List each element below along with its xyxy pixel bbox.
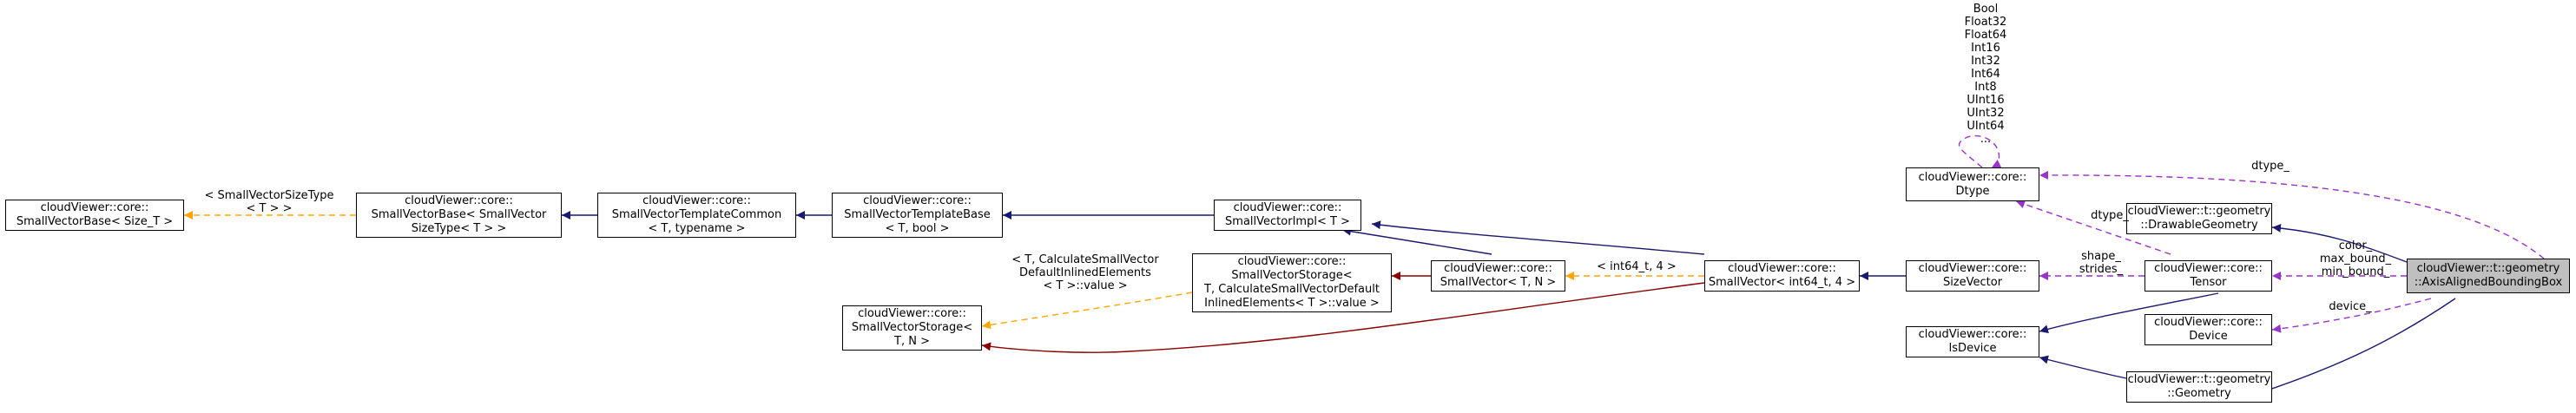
node-drawable-geometry[interactable]: cloudViewer::t::geometry ::DrawableGeome… — [2126, 203, 2272, 234]
edge-tensor-to-dtype — [2015, 200, 2171, 255]
node-smallvectorbase-sizetype[interactable]: cloudViewer::core:: SmallVectorBase< Sma… — [356, 193, 562, 238]
node-line: cloudViewer::core:: — [2154, 316, 2263, 329]
node-line: T, CalculateSmallVectorDefault — [1204, 283, 1380, 296]
node-line: SmallVectorStorage< — [851, 321, 973, 334]
node-storage-calc[interactable]: cloudViewer::core:: SmallVectorStorage< … — [1192, 253, 1392, 312]
node-line: cloudViewer::core:: — [40, 201, 149, 214]
edge-tensor-to-isdevice — [2039, 292, 2219, 334]
label-calc-param: < T, CalculateSmallVector DefaultInlined… — [1011, 253, 1159, 292]
node-line: cloudViewer::t::geometry — [2127, 205, 2271, 218]
node-line: SmallVector< int64_t, 4 > — [1708, 276, 1856, 289]
node-line: cloudViewer::core:: — [2154, 262, 2263, 275]
node-line: ::AxisAlignedBoundingBox — [2414, 276, 2563, 289]
node-line: cloudViewer::core:: — [1233, 201, 1342, 214]
label-dtype-values: Bool Float32 Float64 Int16 Int32 Int64 I… — [1964, 3, 2007, 146]
label-int-param: < int64_t, 4 > — [1597, 260, 1677, 273]
node-line: cloudViewer::core:: — [405, 194, 513, 207]
node-geometry[interactable]: cloudViewer::t::geometry ::Geometry — [2126, 371, 2272, 403]
node-line: SmallVectorTemplateBase — [844, 208, 991, 221]
node-smallvector-impl[interactable]: cloudViewer::core:: SmallVectorImpl< T > — [1214, 200, 1361, 231]
node-line: cloudViewer::t::geometry — [2416, 262, 2560, 275]
node-template-common[interactable]: cloudViewer::core:: SmallVectorTemplateC… — [597, 193, 796, 238]
node-template-base[interactable]: cloudViewer::core:: SmallVectorTemplateB… — [832, 193, 1003, 238]
label-shape-strides: shape_ strides_ — [2079, 250, 2124, 276]
node-storage-tn[interactable]: cloudViewer::core:: SmallVectorStorage< … — [842, 305, 982, 351]
node-line: SizeType< T > > — [411, 222, 507, 235]
edge-storagecalc-to-storagetn — [981, 292, 1193, 330]
node-line: SizeVector — [1942, 276, 2003, 289]
node-line: < T, bool > — [885, 222, 950, 235]
node-device[interactable]: cloudViewer::core:: Device — [2144, 314, 2272, 345]
node-line: InlinedElements< T >::value > — [1204, 297, 1380, 310]
edge-smallvectorint-to-storagetn — [981, 282, 1705, 353]
edge-smallvectortn-to-impl — [1341, 226, 1492, 255]
node-line: cloudViewer::core:: — [863, 194, 972, 207]
node-dtype[interactable]: cloudViewer::core:: Dtype — [1906, 167, 2039, 201]
node-isdevice[interactable]: cloudViewer::core:: IsDevice — [1906, 326, 2039, 357]
node-line: cloudViewer::core:: — [1237, 255, 1347, 268]
node-line: Dtype — [1955, 184, 1990, 198]
label-sizetype-param: < SmallVectorSizeType < T > > — [204, 189, 334, 215]
node-smallvectorbase-size[interactable]: cloudViewer::core:: SmallVectorBase< Siz… — [5, 200, 184, 231]
node-line: cloudViewer::core:: — [1918, 328, 2027, 341]
label-tensor-members: color_ max_bound_ min_bound_ — [2319, 239, 2392, 279]
node-line: cloudViewer::core:: — [642, 194, 751, 207]
node-line: cloudViewer::core:: — [1918, 262, 2027, 275]
node-line: Device — [2189, 330, 2228, 343]
node-line: Tensor — [2190, 276, 2227, 289]
node-line: ::Geometry — [2167, 387, 2231, 400]
label-device-member: device_ — [2329, 300, 2372, 313]
edge-aabb-to-drawable — [2271, 223, 2408, 263]
node-line: < T, typename > — [648, 222, 746, 235]
node-line: SmallVectorTemplateCommon — [611, 208, 782, 221]
edge-smallvectorint-to-impl — [1371, 220, 1705, 255]
node-line: SmallVectorBase< Size_T > — [16, 215, 174, 228]
node-line: cloudViewer::core:: — [1444, 262, 1552, 275]
node-sizevector[interactable]: cloudViewer::core:: SizeVector — [1906, 260, 2039, 292]
node-line: cloudViewer::core:: — [1728, 262, 1836, 275]
edge-aabb-to-geometry — [2261, 298, 2456, 394]
label-dtype-member: dtype_ — [2251, 160, 2289, 173]
node-line: SmallVectorStorage< — [1231, 269, 1353, 282]
node-line: SmallVectorImpl< T > — [1225, 215, 1350, 228]
node-line: T, N > — [894, 335, 930, 348]
node-smallvector-int[interactable]: cloudViewer::core:: SmallVector< int64_t… — [1704, 260, 1860, 292]
node-line: IsDevice — [1948, 342, 1997, 355]
node-tensor[interactable]: cloudViewer::core:: Tensor — [2144, 260, 2272, 292]
node-axis-aligned-bounding-box[interactable]: cloudViewer::t::geometry ::AxisAlignedBo… — [2407, 259, 2570, 293]
node-smallvector-tn[interactable]: cloudViewer::core:: SmallVector< T, N > — [1431, 260, 1565, 292]
node-line: cloudViewer::core:: — [1918, 170, 2027, 184]
edge-aabb-to-dtype — [2039, 170, 2545, 259]
node-line: SmallVectorBase< SmallVector — [371, 208, 547, 221]
node-line: cloudViewer::core:: — [858, 307, 966, 320]
label-dtype-member-tensor: dtype_ — [2091, 209, 2129, 222]
node-line: ::DrawableGeometry — [2140, 219, 2258, 232]
node-line: cloudViewer::t::geometry — [2127, 373, 2271, 386]
node-line: SmallVector< T, N > — [1440, 276, 1557, 289]
